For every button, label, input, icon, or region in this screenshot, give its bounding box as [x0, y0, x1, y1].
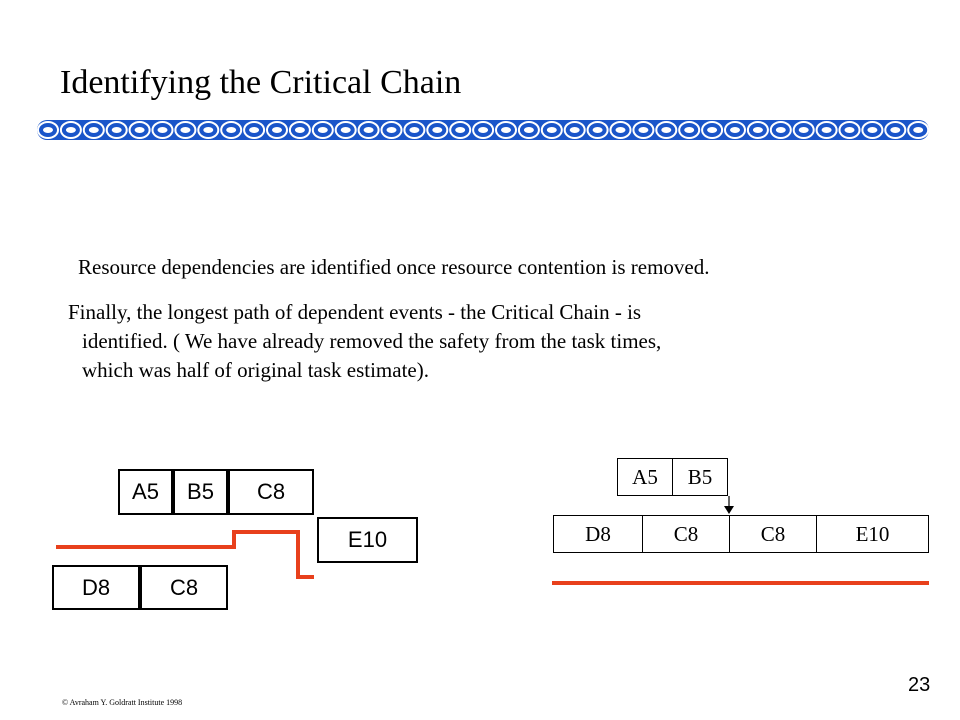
chain-box-a5: A5: [617, 458, 673, 496]
chain-divider-icon: [37, 120, 930, 140]
left-critical-path-line: [56, 530, 314, 579]
dependency-arrow-head: [724, 506, 734, 514]
task-box-e10: E10: [317, 517, 418, 563]
task-box-c8-second: C8: [140, 565, 228, 610]
slide-title: Identifying the Critical Chain: [60, 64, 462, 101]
chain-box-d8: D8: [553, 515, 643, 553]
paragraph-line: Finally, the longest path of dependent e…: [68, 300, 642, 324]
task-box-d8: D8: [52, 565, 140, 610]
chain-box-c8-second: C8: [729, 515, 817, 553]
task-box-b5: B5: [173, 469, 228, 515]
chain-box-b5: B5: [672, 458, 728, 496]
chain-box-e10: E10: [816, 515, 929, 553]
paragraph-line: identified. ( We have already removed th…: [82, 329, 662, 353]
page-number: 23: [908, 674, 931, 696]
paragraph-critical-chain: Finally, the longest path of dependent e…: [68, 298, 661, 385]
task-box-c8: C8: [228, 469, 314, 515]
chain-box-c8: C8: [642, 515, 730, 553]
task-box-a5: A5: [118, 469, 173, 515]
copyright-footer: © Avraham Y. Goldratt Institute 1998: [62, 698, 183, 707]
paragraph-line: which was half of original task estimate…: [82, 358, 429, 382]
paragraph-resource-dependencies: Resource dependencies are identified onc…: [78, 255, 710, 279]
